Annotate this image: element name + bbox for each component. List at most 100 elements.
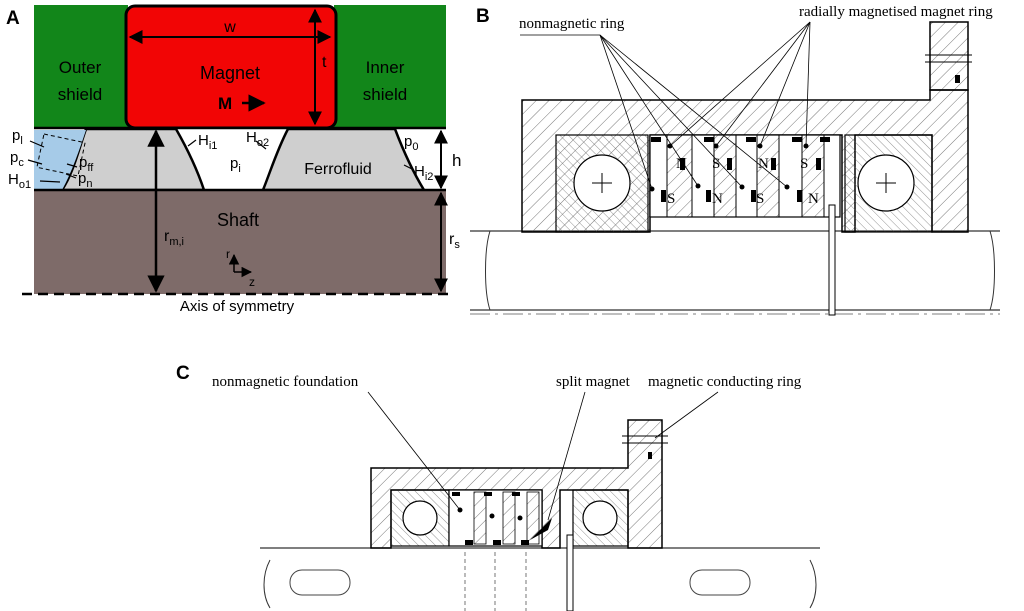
c-label-foundation: nonmagnetic foundation	[212, 374, 359, 390]
b-label-nonmagnetic-ring: nonmagnetic ring	[519, 16, 625, 32]
b-mark	[797, 190, 802, 202]
leader-pn	[65, 173, 77, 179]
leader-hi1	[187, 139, 197, 147]
panel-c-letter: C	[176, 363, 190, 384]
label-rs: rs	[449, 231, 460, 251]
label-pff: pff	[79, 154, 94, 174]
c-mark	[465, 540, 473, 545]
label-m: M	[218, 94, 232, 113]
label-hi2: Hi2	[414, 163, 433, 183]
label-r-axis: r	[226, 247, 230, 261]
label-shaft: Shaft	[217, 210, 259, 230]
c-shaft-end-right	[809, 559, 817, 609]
panel-b-letter: B	[476, 6, 490, 27]
panel-a-letter: A	[6, 8, 20, 29]
label-rmi: rm,i	[164, 228, 184, 248]
label-w: w	[223, 19, 236, 36]
b-pole-7: S	[800, 156, 808, 172]
c-leader-foundation	[367, 391, 461, 511]
b-leader-mr-2	[715, 21, 811, 147]
label-pn: pn	[78, 170, 92, 190]
c-mark	[521, 540, 529, 545]
label-magnet: Magnet	[200, 63, 260, 83]
shaft	[34, 190, 446, 294]
label-h: h	[452, 151, 461, 170]
b-leader-nm-1	[599, 34, 653, 190]
label-z-axis: z	[249, 275, 255, 289]
label-hi1: Hi1	[198, 132, 217, 152]
c-mark	[484, 492, 492, 496]
b-label-magnet-ring: radially magnetised magnet ring	[799, 4, 993, 20]
panel-a: A	[6, 4, 461, 315]
leader-ho2	[255, 140, 267, 150]
label-p0: p0	[404, 133, 418, 153]
b-mark	[820, 137, 830, 142]
panel-c: C	[176, 363, 820, 611]
outer-shield	[34, 5, 128, 127]
b-spacer-1	[666, 134, 693, 218]
b-housing-flange	[929, 21, 969, 91]
leader-pc	[27, 159, 43, 165]
inner-shield	[334, 5, 446, 127]
c-mark	[452, 492, 460, 496]
b-flange-dot	[955, 75, 960, 83]
b-shaft-end-left	[485, 230, 491, 311]
c-bearing-right-ball	[582, 500, 618, 536]
b-leader-nm-3	[599, 34, 743, 188]
label-t: t	[322, 54, 327, 71]
c-keyway-right	[689, 569, 751, 596]
b-pole-8: N	[808, 191, 819, 207]
label-outer-2: shield	[58, 85, 102, 104]
panel-b: B	[470, 4, 1000, 316]
leader-pl	[29, 140, 45, 148]
b-mark	[661, 190, 666, 202]
b-leader-nm-4	[599, 34, 788, 188]
c-label-conducting-ring: magnetic conducting ring	[648, 374, 802, 390]
c-magnet-3	[526, 491, 540, 545]
b-pole-1: N	[676, 156, 687, 172]
b-spacer-4	[801, 134, 825, 218]
c-magnet-1	[473, 491, 487, 545]
b-shaft-end-right	[989, 230, 995, 311]
b-shaft-key	[828, 204, 836, 316]
c-stack	[448, 489, 543, 547]
c-magnet-2	[502, 491, 516, 545]
label-inner-2: shield	[363, 85, 407, 104]
b-leader-mr-1	[669, 21, 811, 147]
b-mark	[751, 190, 756, 202]
c-mark	[493, 540, 501, 545]
label-ho2: Ho2	[246, 129, 269, 149]
c-keyway-left	[289, 569, 351, 596]
c-dot	[489, 513, 495, 519]
b-spacer-2	[713, 134, 737, 218]
b-mark	[727, 158, 732, 170]
b-leader-nm-2	[599, 34, 699, 187]
label-ho1: Ho1	[8, 171, 31, 191]
b-pole-4: N	[712, 191, 723, 207]
b-pole-5: N	[758, 156, 769, 172]
label-pi: pi	[230, 155, 241, 175]
ferrofluid-right	[261, 127, 427, 192]
c-leader-split-magnet	[547, 391, 586, 521]
b-leader-mr-3	[759, 21, 811, 147]
c-bearing-left-ball	[402, 500, 438, 536]
c-shaft-key	[566, 534, 574, 611]
b-mark	[651, 137, 661, 142]
leader-ho1	[39, 180, 61, 183]
label-outer-1: Outer	[59, 58, 102, 77]
c-leader-conducting-ring	[654, 391, 719, 439]
label-pl: pl	[12, 127, 23, 147]
b-mark	[792, 137, 802, 142]
b-mark	[680, 158, 685, 170]
b-spacer-3	[756, 134, 780, 218]
c-arrowhead	[530, 518, 552, 540]
b-mark	[816, 158, 821, 170]
c-shaft-end-left	[263, 559, 271, 609]
seal-region	[34, 130, 86, 190]
c-dot	[517, 515, 523, 521]
b-leader-mr-4	[805, 21, 811, 147]
label-inner-1: Inner	[366, 58, 405, 77]
leader-pff	[66, 163, 78, 168]
b-pole-2: S	[667, 191, 675, 207]
